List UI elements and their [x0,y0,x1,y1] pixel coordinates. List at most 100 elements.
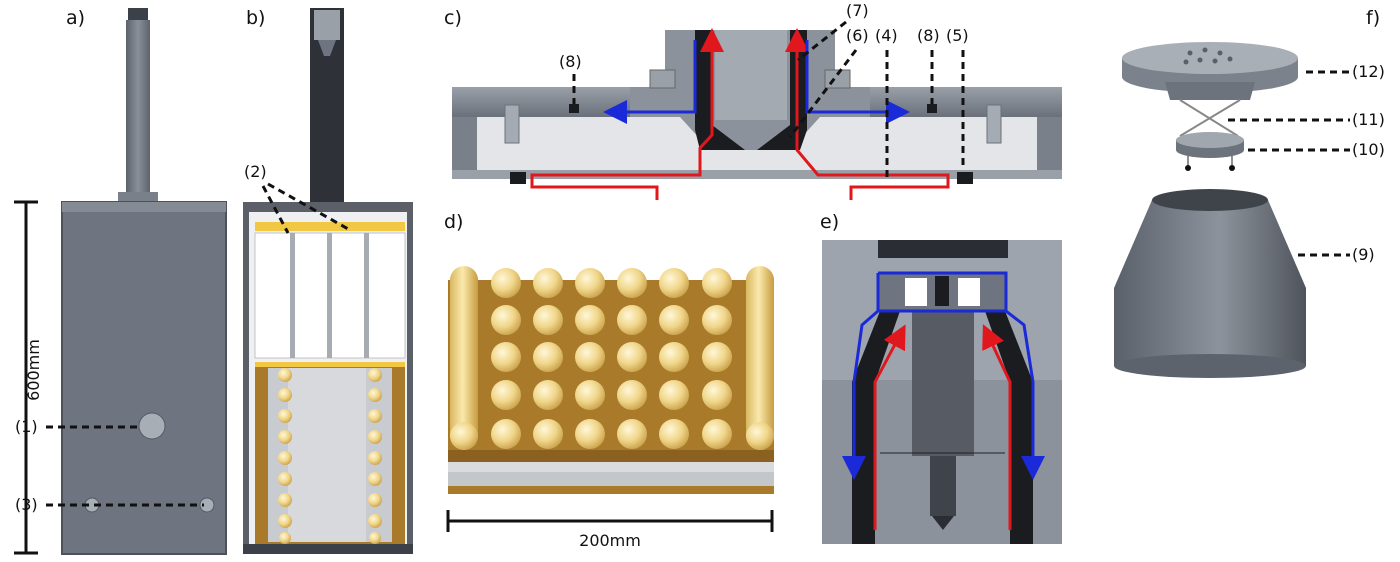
heater-top [255,222,405,231]
panel-f-label: f) [1366,7,1380,29]
dim-height-label: 600mm [24,339,43,401]
flow-red-left [530,28,724,200]
label-10: (10) [1352,140,1385,159]
center-point [932,516,954,530]
wire-b [1179,99,1241,137]
pin-left [1185,165,1191,171]
panel-c-label: c) [444,7,462,29]
bed-ball [702,305,732,335]
center-divider [935,276,949,306]
ball-column-left [278,368,292,544]
layer-3 [448,486,774,494]
bed-ball [659,268,689,298]
channel-left [852,311,900,544]
flow-red-e-left [873,324,906,530]
panel-d-label: d) [444,211,463,233]
bed-ball [702,342,732,372]
chimney-pipe [126,20,150,196]
cone-9-top [1152,189,1268,211]
panel-c: c) (8) (8) (5) (7) [444,1,1062,200]
cut-chimney-nozzle [318,40,336,56]
seal-left [510,172,526,184]
cut-base [243,544,413,554]
bed-edge [448,450,774,462]
cone-9 [1114,200,1306,288]
seal-5 [957,172,973,184]
right-channel [757,30,807,150]
bed-ball [659,419,689,449]
bed-ball [491,342,521,372]
panel-a-label: a) [66,7,85,29]
bed-ball [617,342,647,372]
ball-column-right [368,368,382,544]
tube-divider-2 [327,233,332,358]
disc-10-top [1176,132,1244,148]
bed-ball [575,419,605,449]
disc-12-boss [1165,82,1255,100]
tube-divider-1 [290,233,295,358]
leader-2b [267,182,351,232]
label-9: (9) [1352,245,1375,264]
rod-right [746,266,774,450]
bed-ball [575,305,605,335]
ball-grid [450,268,774,450]
bed-ball [491,305,521,335]
bed-ball [659,305,689,335]
flow-blue-e-right [878,271,1045,480]
bed-ball [491,380,521,410]
window-left [905,278,927,306]
center-shaft [912,311,974,456]
flow-blue-left [603,40,697,124]
label-6: (6) [846,26,869,45]
cone-9-base [1114,288,1306,366]
bed-ball [702,419,732,449]
bolt-right [986,104,1002,144]
chimney-cap [128,8,148,22]
bed-ball [659,342,689,372]
panel-b-label: b) [246,7,265,29]
label-3: (3) [15,495,38,514]
reactor-body [61,201,227,555]
bed-ball [575,342,605,372]
left-channel [695,30,745,150]
rod-end-ball [450,422,478,450]
panel-a: a) 600mm (1) (3) [14,7,227,555]
center-plug [715,30,787,120]
bed-ball [491,419,521,449]
rod-end-ball [746,422,774,450]
leader-6 [788,49,858,138]
label-11: (11) [1352,110,1385,129]
bed-ball [533,305,563,335]
tube-divider-3 [364,233,369,358]
flow-red-e-right [982,324,1012,530]
leader-2a [261,185,290,234]
heater-mid [255,362,405,367]
port-1 [138,412,166,440]
flow-blue-e-left [842,309,879,480]
label-12: (12) [1352,62,1385,81]
bed-ball [702,268,732,298]
bed-ball [702,380,732,410]
rod-left [450,266,478,450]
right-wall [1037,117,1062,179]
bed-ball [491,268,521,298]
bed-center [288,368,366,542]
label-8-right: (8) [917,26,940,45]
bed-ball [533,268,563,298]
layer-1 [448,462,774,472]
window-right [958,278,980,306]
panel-b: b) (2) [243,7,413,554]
bottom-plate [452,170,1062,179]
cut-chimney-top [314,10,340,40]
bed-ball [533,380,563,410]
left-wall [452,117,477,179]
label-8-left: (8) [559,52,582,71]
bed-ball [659,380,689,410]
panel-d: d) 200mm [444,211,774,550]
bed-ball [533,342,563,372]
chimney-flange [118,192,158,202]
panel-e: e) [820,211,1062,544]
bed-ball [617,419,647,449]
bed-ball [575,268,605,298]
